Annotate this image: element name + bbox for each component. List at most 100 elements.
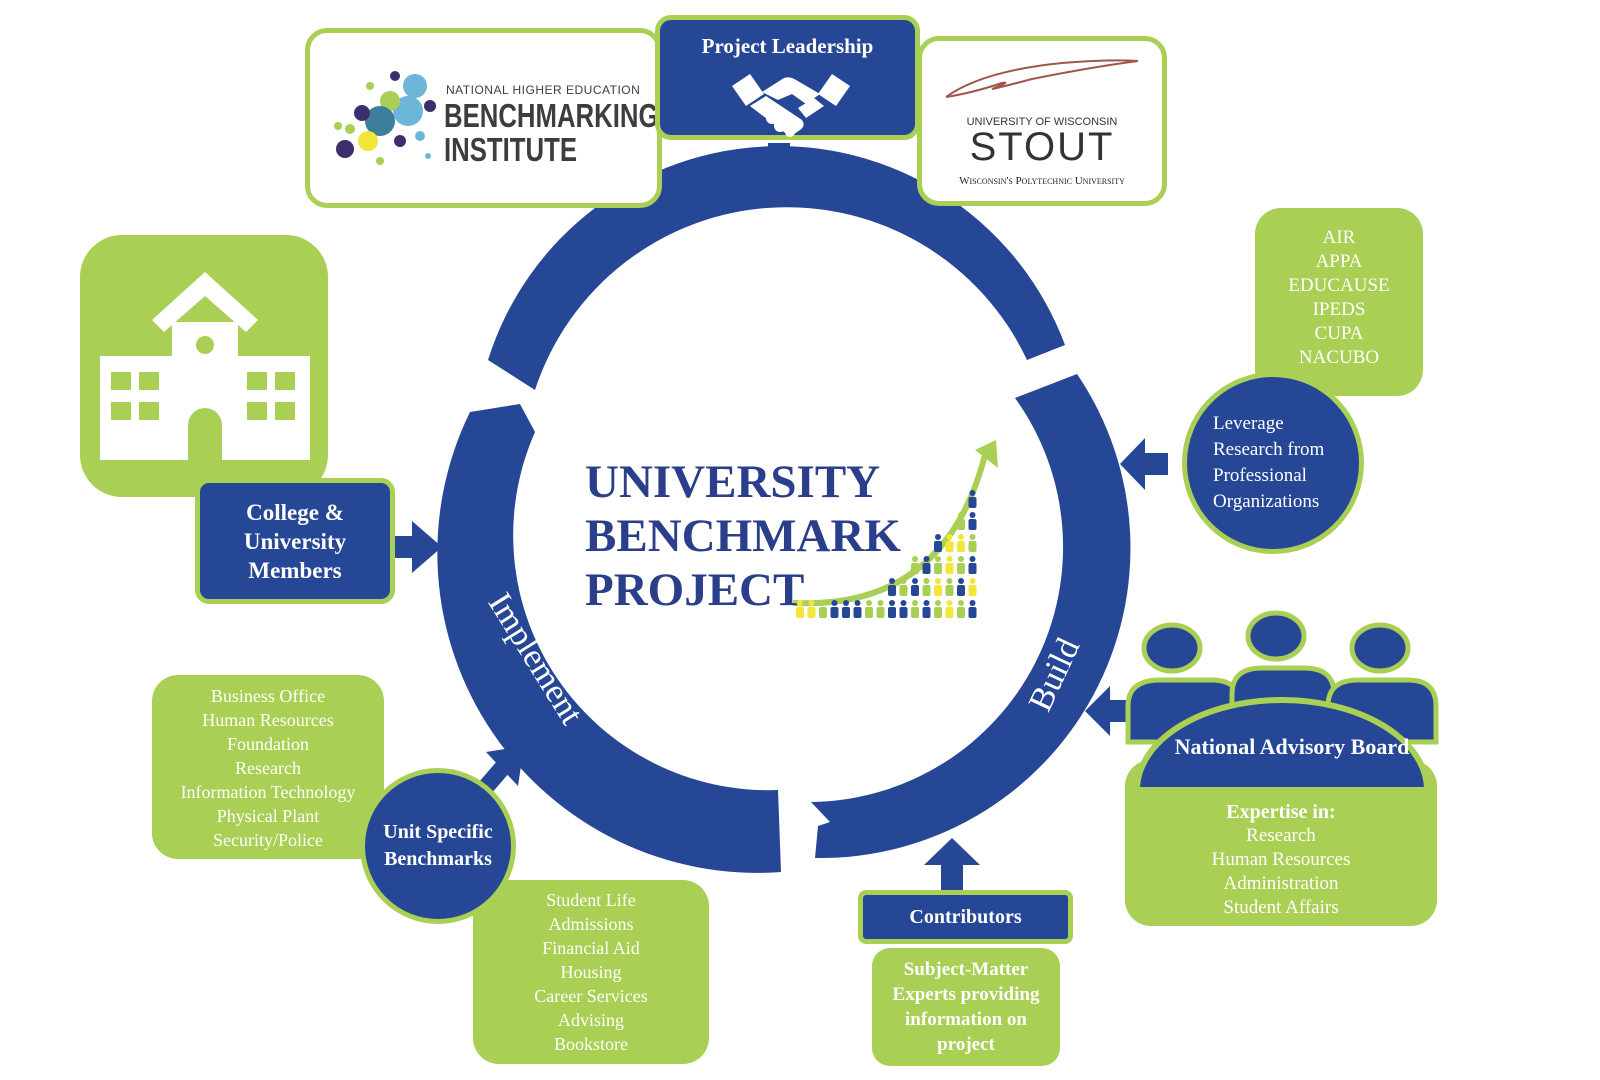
- cycle-label-develop: Develop: [725, 211, 855, 253]
- project-leadership-box: Project Leadership: [655, 15, 920, 140]
- person-figure-icon: [968, 556, 977, 574]
- person-figure-icon: [934, 578, 942, 596]
- student-units-list: Student Life Admissions Financial Aid Ho…: [473, 880, 709, 1064]
- org-item: APPA: [1315, 251, 1363, 272]
- person-figure-icon: [830, 600, 839, 618]
- org-item: AIR: [1322, 227, 1356, 248]
- contributors-label: Contributors: [909, 905, 1022, 928]
- person-figure-icon: [968, 512, 977, 530]
- project-leadership-label: Project Leadership: [701, 34, 874, 58]
- person-figure-icon: [945, 556, 954, 574]
- contributors-description-box: Subject-Matter Experts providing informa…: [872, 948, 1060, 1066]
- arrow-icon: [924, 838, 980, 896]
- person-figure-icon: [968, 578, 977, 596]
- person-figure-icon: [957, 600, 965, 618]
- person-figure-icon: [922, 578, 931, 596]
- title-line-3: PROJECT: [585, 564, 805, 616]
- arrow-icon: [1120, 438, 1168, 490]
- contributors-description: Subject-Matter Experts providing informa…: [892, 959, 1040, 1055]
- unit-item: Security/Police: [213, 830, 323, 850]
- person-figure-icon: [957, 512, 965, 530]
- person-figure-icon: [842, 600, 850, 618]
- person-figure-icon: [911, 578, 919, 596]
- person-figure-icon: [807, 600, 816, 618]
- nhebi-logo-icon: [334, 71, 436, 165]
- person-figure-icon: [957, 556, 965, 574]
- title-line-1: UNIVERSITY: [585, 456, 881, 508]
- unit-item: Foundation: [226, 734, 309, 754]
- person-figure-icon: [945, 534, 954, 552]
- nhebi-line-3: INSTITUTE: [444, 131, 577, 168]
- person-figure-icon: [968, 600, 977, 618]
- person-figure-icon: [888, 600, 896, 618]
- person-figure-icon: [934, 600, 942, 618]
- nhebi-line-1: NATIONAL HIGHER EDUCATION: [446, 83, 641, 97]
- handshake-icon: [732, 74, 850, 137]
- uw-stout-logo-box: UNIVERSITY OF WISCONSIN STOUT Wisconsin'…: [917, 36, 1167, 206]
- unit-item: Human Resources: [202, 710, 334, 730]
- person-figure-icon: [819, 600, 827, 618]
- nhebi-logo-box: NATIONAL HIGHER EDUCATION BENCHMARKING I…: [305, 28, 662, 208]
- person-figure-icon: [957, 534, 965, 552]
- unit-item: Physical Plant: [216, 806, 320, 826]
- stout-signature-icon: [945, 59, 1139, 98]
- unit-item: Career Services: [534, 986, 648, 1006]
- stout-line-2: STOUT: [969, 125, 1115, 169]
- expertise-item: Student Affairs: [1223, 897, 1339, 918]
- organizations-list: AIR APPA EDUCAUSE IPEDS CUPA NACUBO: [1255, 208, 1423, 396]
- unit-item: Admissions: [548, 914, 634, 934]
- expertise-item: Human Resources: [1211, 849, 1351, 870]
- project-title: UNIVERSITY BENCHMARK PROJECT: [585, 455, 915, 617]
- person-figure-icon: [876, 600, 885, 618]
- advisory-board-dome: [1133, 697, 1431, 793]
- school-building-icon: [100, 272, 310, 460]
- org-item: CUPA: [1314, 323, 1364, 344]
- person-figure-icon: [899, 600, 908, 618]
- expertise-heading: Expertise in:: [1226, 801, 1336, 823]
- unit-benchmarks-circle: Unit Specific Benchmarks: [360, 768, 516, 924]
- person-figure-icon: [957, 578, 965, 596]
- unit-benchmarks-label: Unit Specific Benchmarks: [383, 821, 493, 870]
- advisory-board-title: National Advisory Board: [1174, 734, 1410, 759]
- contributors-box: Contributors: [858, 890, 1073, 944]
- stout-line-3: Wisconsin's Polytechnic University: [959, 175, 1125, 187]
- unit-item: Student Life: [546, 890, 636, 910]
- advisory-board-expertise: Expertise in: Research Human Resources A…: [1125, 800, 1437, 920]
- unit-item: Bookstore: [554, 1034, 628, 1054]
- unit-item: Financial Aid: [542, 938, 640, 958]
- ring-segment-implement: [437, 404, 781, 873]
- stout-line-1: UNIVERSITY OF WISCONSIN: [966, 116, 1118, 128]
- unit-item: Research: [235, 758, 301, 778]
- leverage-research-label: Leverage Research from Professional Orga…: [1213, 413, 1325, 512]
- title-line-2: BENCHMARK: [585, 510, 901, 562]
- person-figure-icon: [945, 578, 954, 596]
- nhebi-line-2: BENCHMARKING: [444, 97, 659, 134]
- person-figure-icon: [853, 600, 862, 618]
- arrow-icon: [748, 143, 810, 190]
- person-figure-icon: [911, 556, 919, 574]
- person-figure-icon: [796, 600, 804, 618]
- members-label: College & University Members: [243, 499, 347, 583]
- org-item: IPEDS: [1312, 299, 1366, 320]
- unit-item: Information Technology: [180, 782, 356, 802]
- leverage-research-circle: Leverage Research from Professional Orga…: [1182, 372, 1364, 554]
- person-figure-icon: [945, 600, 954, 618]
- unit-item: Business Office: [210, 686, 326, 706]
- expertise-item: Research: [1246, 825, 1316, 846]
- org-item: NACUBO: [1298, 347, 1380, 368]
- person-figure-icon: [968, 490, 977, 508]
- person-figure-icon: [911, 600, 919, 618]
- expertise-item: Administration: [1223, 873, 1339, 894]
- person-figure-icon: [888, 578, 896, 596]
- unit-item: Advising: [557, 1010, 624, 1030]
- person-figure-icon: [968, 534, 977, 552]
- person-figure-icon: [922, 556, 931, 574]
- person-figure-icon: [865, 600, 873, 618]
- org-item: EDUCAUSE: [1288, 275, 1390, 296]
- advisory-board-panel: [1125, 760, 1437, 926]
- person-figure-icon: [934, 556, 942, 574]
- person-figure-icon: [899, 578, 908, 596]
- unit-item: Housing: [560, 962, 622, 982]
- person-figure-icon: [922, 600, 931, 618]
